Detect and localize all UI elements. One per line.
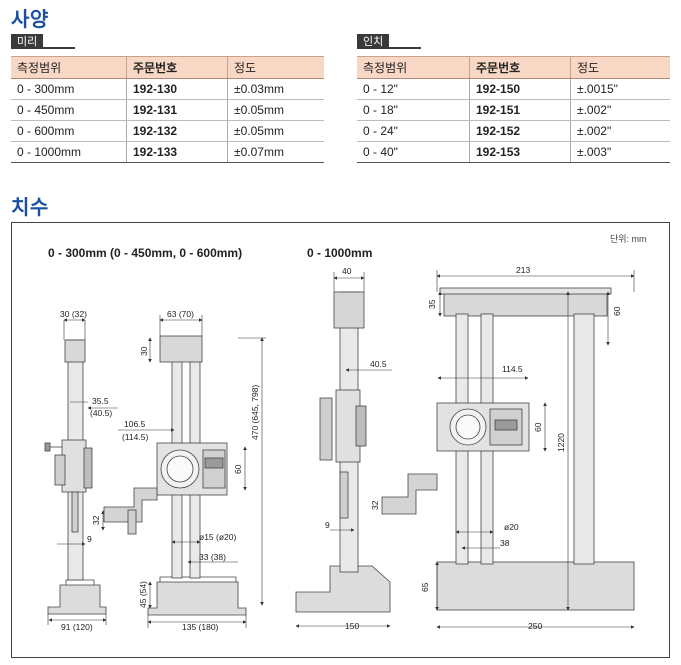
dim-label: 32 <box>370 500 380 510</box>
table-row: 0 - 12"192-150±.0015" <box>357 78 670 100</box>
dim-label: 114.5 <box>502 364 523 374</box>
dim-label: 65 <box>420 582 430 592</box>
table-cell: 0 - 300mm <box>11 78 127 100</box>
table-cell: 0 - 18" <box>357 99 470 121</box>
dim-label: 35.5 <box>92 396 109 406</box>
right-front-view <box>381 287 635 611</box>
dim-label: 40.5 <box>370 359 387 369</box>
dim-label: 135 (180) <box>182 622 219 632</box>
left-side-view <box>44 339 107 615</box>
table-cell: 0 - 600mm <box>11 120 127 142</box>
left-dimension-labels: 30 (32) 63 (70) 30 35.5 (40.5) 106.5 (11… <box>60 309 260 632</box>
right-side-view <box>295 291 391 613</box>
inch-tag-label: 인치 <box>357 34 390 49</box>
inch-spec-table: 측정범위 주문번호 정도 0 - 12"192-150±.0015" 0 - 1… <box>357 56 670 163</box>
dim-label: 63 (70) <box>167 309 194 319</box>
table-cell: 192-152 <box>469 120 571 142</box>
table-cell: 192-132 <box>126 120 228 142</box>
dim-label: 470 (645, 798) <box>250 385 260 440</box>
dim-label: 9 <box>325 520 330 530</box>
table-cell: ±0.05mm <box>227 120 324 142</box>
dim-label: 91 (120) <box>61 622 93 632</box>
column-header: 정도 <box>570 56 670 79</box>
column-header: 측정범위 <box>11 56 127 79</box>
dim-label: 60 <box>533 422 543 432</box>
table-cell: 0 - 24" <box>357 120 470 142</box>
spec-title: 사양 <box>11 7 49 31</box>
left-side-dims <box>47 318 118 625</box>
dim-label: 32 <box>91 515 101 525</box>
column-header: 정도 <box>227 56 324 79</box>
table-cell: ±.002" <box>570 120 670 142</box>
table-row: 0 - 24"192-152±.002" <box>357 120 670 142</box>
right-drawing-title: 0 - 1000mm <box>307 246 373 260</box>
dim-label: ø15 (ø20) <box>199 532 236 542</box>
table-cell: 192-151 <box>469 99 571 121</box>
table-cell: ±.0015" <box>570 78 670 100</box>
table-cell: ±.003" <box>570 141 670 163</box>
table-header-row: 측정범위 주문번호 정도 <box>357 56 670 79</box>
dim-label: 35 <box>427 299 437 309</box>
unit-label: 단위: mm <box>610 234 647 244</box>
right-dimension-labels: 40 213 35 60 40.5 114.5 60 1220 32 9 ø20… <box>325 265 622 631</box>
column-header: 주문번호 <box>126 56 228 79</box>
table-cell: 192-130 <box>126 78 228 100</box>
table-row: 0 - 40"192-153±.003" <box>357 141 670 163</box>
table-cell: ±0.05mm <box>227 99 324 121</box>
dim-label: 30 <box>139 346 149 356</box>
dim-label: 60 <box>233 464 243 474</box>
dim-label: 9 <box>87 534 92 544</box>
column-header: 측정범위 <box>357 56 470 79</box>
column-header: 주문번호 <box>469 56 571 79</box>
table-cell: ±0.07mm <box>227 141 324 163</box>
table-cell: 0 - 1000mm <box>11 141 127 163</box>
left-front-dims <box>118 315 266 628</box>
left-front-view <box>103 335 247 616</box>
dim-label: ø20 <box>504 522 519 532</box>
dim-label: 38 <box>500 538 510 548</box>
table-cell: 192-131 <box>126 99 228 121</box>
dim-label: 40 <box>342 266 352 276</box>
dimensions-title: 치수 <box>11 195 49 219</box>
table-cell: 192-133 <box>126 141 228 163</box>
right-side-dims <box>295 272 392 628</box>
dim-label: 30 (32) <box>60 309 87 319</box>
dim-label: 33 (38) <box>199 552 226 562</box>
dimension-drawing-panel <box>11 222 670 658</box>
dim-label: (40.5) <box>90 408 112 418</box>
metric-tag-label: 미리 <box>11 34 44 49</box>
dim-label: 213 <box>516 265 530 275</box>
dim-label: 45 (54) <box>138 581 148 608</box>
table-cell: 0 - 40" <box>357 141 470 163</box>
inch-tag: 인치 <box>357 34 422 49</box>
table-row: 0 - 18"192-151±.002" <box>357 99 670 121</box>
table-header-row: 측정범위 주문번호 정도 <box>11 56 324 79</box>
dim-label: 250 <box>528 621 542 631</box>
table-cell: 192-153 <box>469 141 571 163</box>
dim-label: 150 <box>345 621 359 631</box>
table-cell: 0 - 450mm <box>11 99 127 121</box>
table-cell: 0 - 12" <box>357 78 470 100</box>
dim-label: (114.5) <box>122 432 148 442</box>
table-cell: 192-150 <box>469 78 571 100</box>
table-cell: ±.002" <box>570 99 670 121</box>
dim-label: 106.5 <box>124 419 146 429</box>
right-front-dims <box>435 270 635 629</box>
dim-label: 60 <box>612 306 622 316</box>
table-cell: ±0.03mm <box>227 78 324 100</box>
metric-tag: 미리 <box>11 34 76 49</box>
dim-label: 1220 <box>556 433 566 452</box>
left-drawing-title: 0 - 300mm (0 - 450mm, 0 - 600mm) <box>48 246 243 260</box>
